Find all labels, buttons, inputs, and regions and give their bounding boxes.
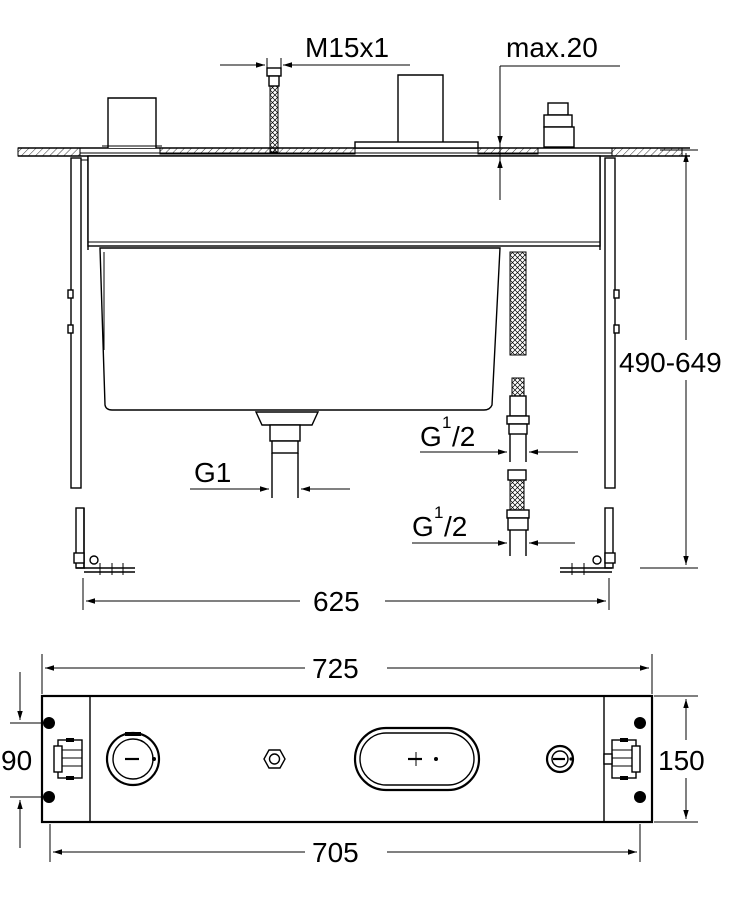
top-outer-width-label: 725 xyxy=(312,653,359,684)
left-bracket-clamp xyxy=(53,738,83,780)
connection-upper-sub: /2 xyxy=(452,421,475,452)
left-push-button xyxy=(102,97,162,148)
left-depth-label: 90 xyxy=(1,745,32,776)
dim-front-width: 625 xyxy=(82,578,610,617)
dim-connection-upper: G 1 /2 xyxy=(420,413,578,455)
valve-knob xyxy=(543,102,575,148)
connection-upper-sup: 1 xyxy=(442,413,451,432)
dim-top-outer-width: 725 xyxy=(41,653,653,694)
thread-label: M15x1 xyxy=(305,32,389,63)
right-bracket-clamp xyxy=(603,738,641,780)
lower-connector xyxy=(506,469,530,556)
top-inner-width-label: 705 xyxy=(312,837,359,868)
front-width-label: 625 xyxy=(313,586,360,617)
center-push-button xyxy=(354,74,479,149)
upper-connector xyxy=(506,377,530,462)
countertop-slab xyxy=(17,147,690,157)
oval-push-plate-icon xyxy=(353,726,481,792)
top-view-outline xyxy=(40,694,654,824)
dim-connection-lower: G 1 /2 xyxy=(412,503,575,546)
dim-max-depth: max.20 xyxy=(497,32,620,200)
connection-lower-sub: /2 xyxy=(444,511,467,542)
small-valve-icon xyxy=(545,744,575,774)
right-depth-label: 150 xyxy=(658,745,705,776)
front-view: M15x1 max.20 490-649 G1 xyxy=(17,32,750,617)
drain-label: G1 xyxy=(194,457,231,488)
height-range-label: 490-649 xyxy=(619,347,722,378)
connection-lower-sup: 1 xyxy=(434,503,443,522)
max-depth-label: max.20 xyxy=(506,32,598,63)
connection-lower-base: G xyxy=(412,511,434,542)
threaded-inlet-hose xyxy=(266,67,282,153)
fixing-holes xyxy=(43,717,646,803)
round-flush-button-icon xyxy=(105,731,161,787)
dim-drain: G1 xyxy=(190,457,350,492)
dim-thread: M15x1 xyxy=(220,32,410,72)
cistern-tank xyxy=(87,155,601,498)
dim-right-depth: 150 xyxy=(654,695,716,823)
top-view: 725 705 90 150 xyxy=(0,653,716,868)
dim-left-depth: 90 xyxy=(0,672,44,848)
hex-nut-icon xyxy=(263,749,286,769)
supply-hose xyxy=(509,251,527,356)
dim-top-inner-width: 705 xyxy=(49,824,641,868)
connection-upper-base: G xyxy=(420,421,442,452)
dim-height-range: 490-649 xyxy=(616,149,750,569)
